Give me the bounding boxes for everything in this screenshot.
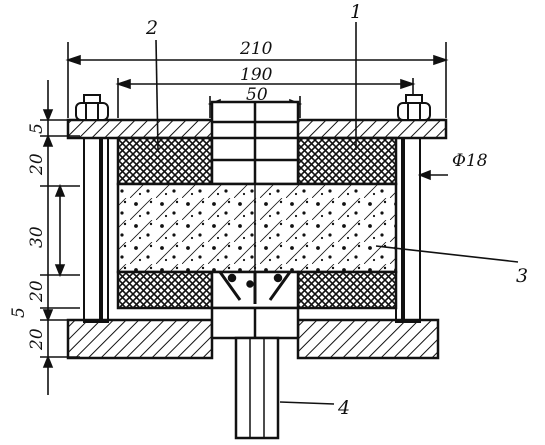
dim-inner-width: 190 [240, 65, 273, 85]
callout-2: 2 [145, 17, 158, 39]
central-core [210, 100, 300, 184]
dim-core-width: 50 [246, 85, 268, 105]
callout-3: 3 [516, 265, 528, 287]
top-plate [66, 118, 448, 140]
dim-bottom-plate: 20 [27, 328, 47, 351]
specimen-block [116, 182, 398, 274]
lower-layer [116, 270, 398, 310]
callout-1: 1 [350, 1, 362, 23]
dim-lower-layer: 20 [27, 280, 47, 303]
upper-layer [116, 136, 398, 186]
dim-rod-diameter: Φ18 [452, 151, 488, 171]
bottom-plate [66, 306, 440, 360]
loading-rod [234, 336, 280, 440]
nuts [75, 94, 431, 121]
dim-overall-width: 210 [239, 39, 273, 59]
dim-upper-layer: 20 [27, 153, 47, 176]
leader-lines [155, 22, 519, 405]
callout-4: 4 [337, 397, 350, 419]
dim-gap: 5 [9, 307, 29, 318]
dim-middle-block: 30 [27, 226, 47, 248]
dim-top-plate: 5 [27, 123, 47, 134]
